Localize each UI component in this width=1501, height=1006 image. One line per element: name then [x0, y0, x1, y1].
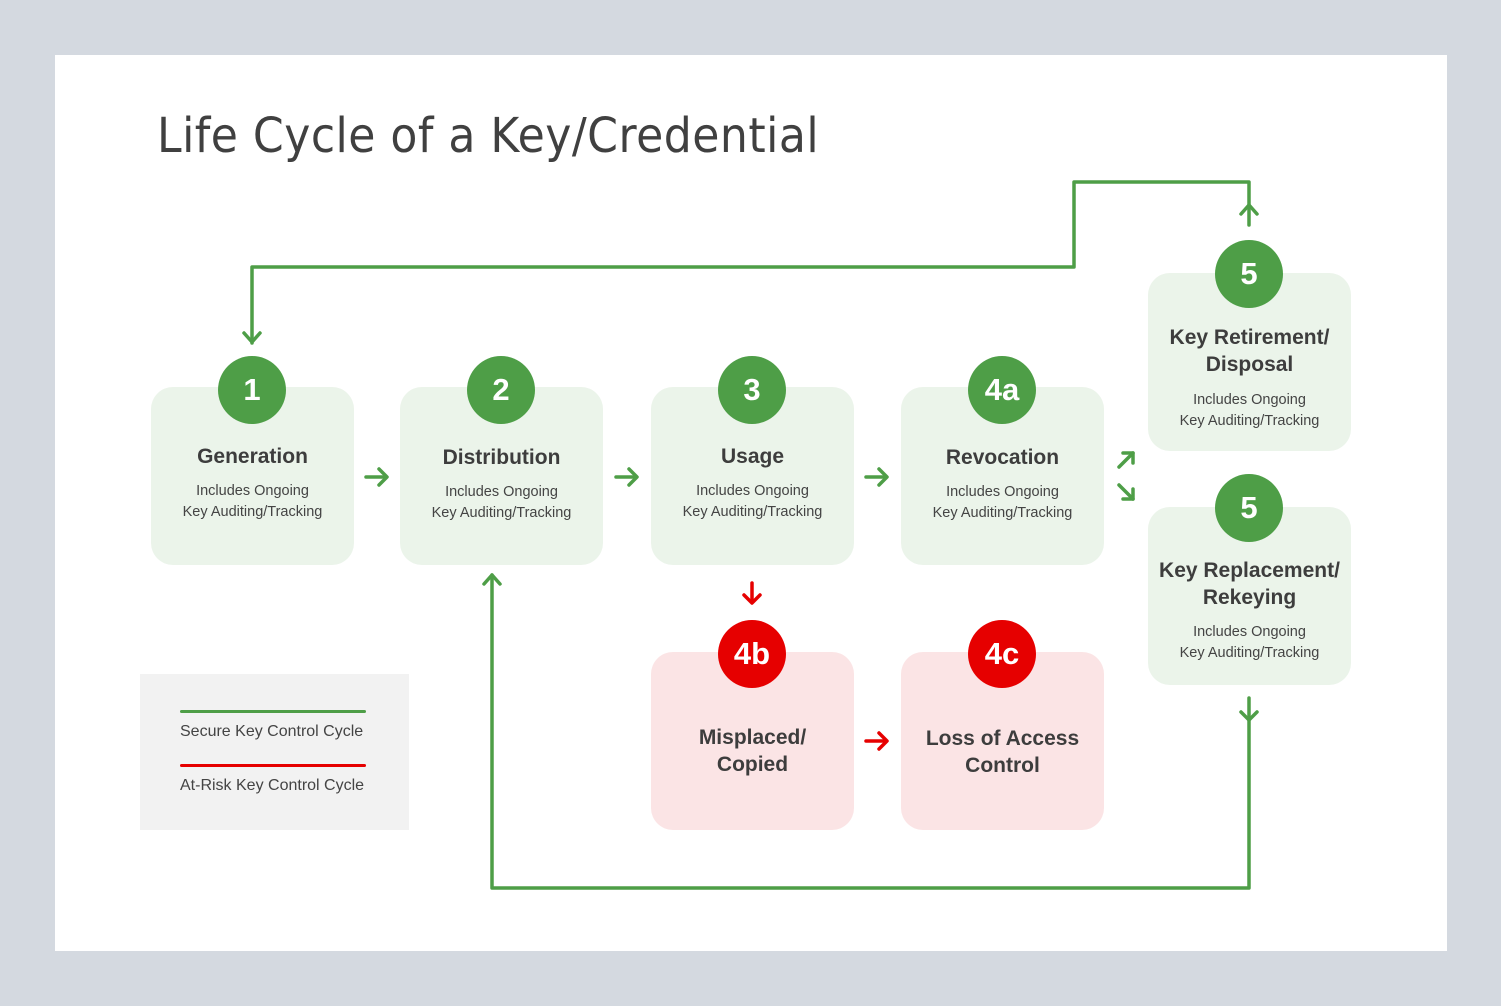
stage-title: Rekeying: [1202, 586, 1297, 609]
stage-title: Distribution: [442, 446, 561, 469]
stage-subtitle: Key Auditing/Tracking: [932, 505, 1073, 521]
stage-subtitle: Includes Ongoing: [946, 484, 1059, 500]
stage-title: Control: [965, 754, 1040, 777]
stage-badge-3: 3: [718, 356, 786, 424]
page-title: Life Cycle of a Key/Credential: [157, 108, 820, 164]
legend-secure-swatch: [180, 710, 366, 713]
stage-subtitle: Key Auditing/Tracking: [431, 505, 572, 521]
legend-secure-label: Secure Key Control Cycle: [180, 723, 364, 740]
stage-badge-4b: 4b: [718, 620, 786, 688]
stage-title: Loss of Access: [925, 727, 1080, 750]
stage-title: Generation: [197, 445, 308, 468]
stage-subtitle: Key Auditing/Tracking: [182, 504, 323, 520]
stage-title: Copied: [716, 753, 789, 776]
stage-title: Usage: [720, 445, 785, 468]
stage-title: Key Replacement/: [1159, 559, 1340, 582]
stage-title: Misplaced/: [698, 726, 807, 749]
stage-subtitle: Includes Ongoing: [1193, 392, 1306, 408]
legend-at-risk-swatch: [180, 764, 366, 767]
stage-title: Key Retirement/: [1169, 326, 1330, 349]
stage-subtitle: Includes Ongoing: [196, 483, 309, 499]
legend-at-risk-label: At-Risk Key Control Cycle: [180, 777, 365, 794]
stage-badge-5-retirement: 5: [1215, 240, 1283, 308]
stage-subtitle: Includes Ongoing: [445, 484, 558, 500]
stage-subtitle: Key Auditing/Tracking: [1179, 413, 1320, 429]
stage-badge-4a: 4a: [968, 356, 1036, 424]
stage-badge-1: 1: [218, 356, 286, 424]
stage-title: Disposal: [1205, 353, 1294, 376]
stage-title: Revocation: [945, 446, 1060, 469]
stage-key-replacement: Key Replacement/ Rekeying Includes Ongoi…: [1148, 507, 1351, 685]
stage-badge-4c: 4c: [968, 620, 1036, 688]
stage-badge-5-replacement: 5: [1215, 474, 1283, 542]
stage-subtitle: Includes Ongoing: [1193, 624, 1306, 640]
legend: Secure Key Control Cycle At-Risk Key Con…: [140, 674, 409, 830]
stage-badge-2: 2: [467, 356, 535, 424]
stage-subtitle: Includes Ongoing: [696, 483, 809, 499]
stage-subtitle: Key Auditing/Tracking: [1179, 645, 1320, 661]
stage-subtitle: Key Auditing/Tracking: [682, 504, 823, 520]
